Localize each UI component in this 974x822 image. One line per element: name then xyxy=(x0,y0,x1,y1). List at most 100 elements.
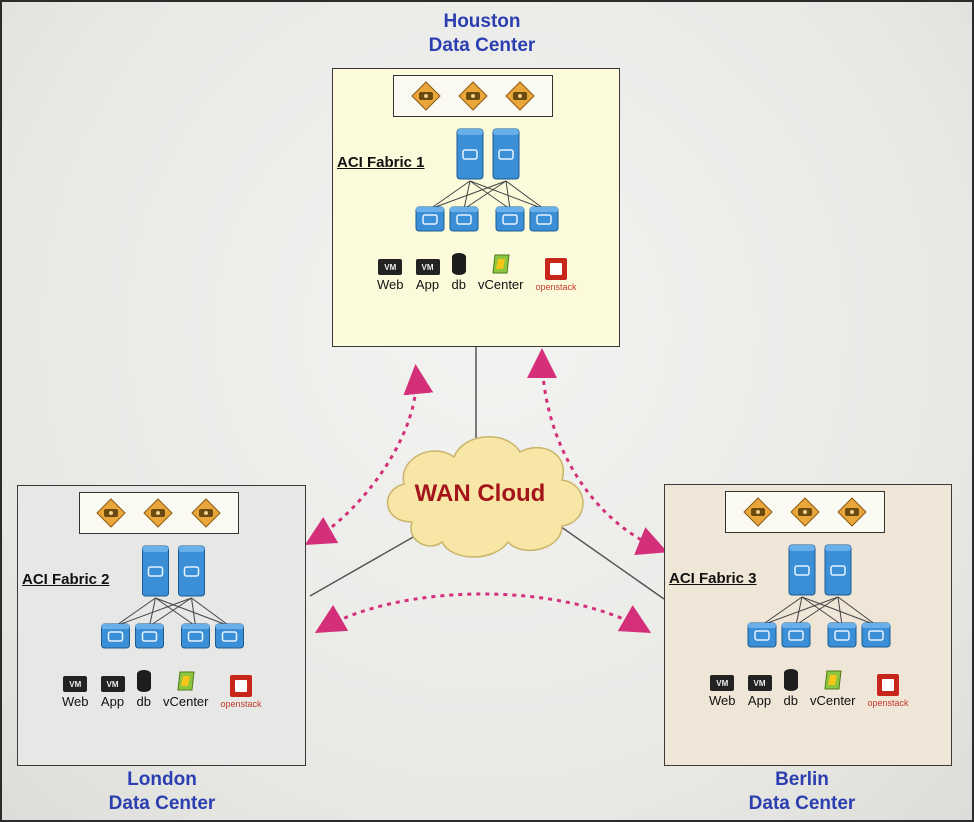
endpoint-vcenter: vCenter xyxy=(810,669,856,708)
vm-icon: VM xyxy=(378,259,403,275)
arrow-london-berlin xyxy=(314,592,652,634)
berlin-apic-cluster xyxy=(725,491,885,533)
leaf-switch-icon xyxy=(861,622,891,648)
leaf-switch-icon xyxy=(495,206,525,232)
endpoint-openstack: openstack xyxy=(221,675,262,709)
endpoint-app: VM App xyxy=(415,259,440,292)
spine-switch-icon xyxy=(456,128,484,180)
openstack-icon xyxy=(877,674,900,696)
endpoint-label: openstack xyxy=(535,282,577,292)
berlin-title-line2: Data Center xyxy=(748,793,856,814)
endpoint-app: VM App xyxy=(100,676,125,709)
endpoint-web: VM Web xyxy=(709,675,736,708)
apic-controller-icon xyxy=(410,81,441,111)
spine-switch-icon xyxy=(142,545,169,597)
endpoint-web: VM Web xyxy=(377,259,404,292)
endpoint-label: db xyxy=(136,694,151,709)
apic-controller-icon xyxy=(191,498,221,528)
link-berlin-wan xyxy=(546,516,665,600)
leaf-switch-icon xyxy=(747,622,777,648)
endpoint-app: VM App xyxy=(747,675,772,708)
database-icon xyxy=(783,669,798,691)
spine-switch-icon xyxy=(788,544,816,596)
wan-cloud-icon xyxy=(387,436,584,558)
leaf-switch-icon xyxy=(827,622,857,648)
berlin-title: Berlin Data Center xyxy=(722,768,882,816)
vm-icon: VM xyxy=(63,676,88,692)
apic-controller-icon xyxy=(458,81,488,111)
openstack-icon xyxy=(545,258,568,280)
endpoint-db: db xyxy=(137,670,151,709)
vcenter-icon xyxy=(824,670,842,690)
apic-controller-icon xyxy=(837,497,868,527)
apic-controller-icon xyxy=(790,497,820,527)
endpoint-label: vCenter xyxy=(809,693,856,708)
vcenter-icon xyxy=(177,671,195,691)
endpoint-vcenter: vCenter xyxy=(478,253,524,292)
endpoint-web: VM Web xyxy=(62,676,89,709)
endpoint-label: Web xyxy=(709,693,736,708)
houston-title-line1: Houston xyxy=(443,11,521,32)
london-fabric-label: ACI Fabric 2 xyxy=(22,571,110,588)
spine-switch-icon xyxy=(178,545,205,597)
endpoint-label: openstack xyxy=(867,698,909,708)
leaf-switch-icon xyxy=(529,206,559,232)
endpoint-openstack: openstack xyxy=(868,674,909,708)
leaf-switch-icon xyxy=(449,206,479,232)
openstack-icon xyxy=(230,675,253,697)
london-title-line2: Data Center xyxy=(108,793,216,814)
berlin-spine-leaf-topology xyxy=(747,544,891,648)
endpoint-label: openstack xyxy=(220,699,262,709)
london-apic-cluster xyxy=(78,492,239,534)
endpoint-label: vCenter xyxy=(162,694,209,709)
houston-fabric-label: ACI Fabric 1 xyxy=(337,154,425,171)
spine-switch-icon xyxy=(492,128,520,180)
vm-icon: VM xyxy=(747,675,772,691)
apic-controller-icon xyxy=(143,498,174,528)
berlin-title-line1: Berlin xyxy=(775,769,829,790)
arrow-houston-berlin xyxy=(527,348,668,555)
endpoint-label: App xyxy=(100,694,125,709)
apic-controller-icon xyxy=(96,498,126,528)
leaf-switch-icon xyxy=(181,623,210,649)
berlin-fabric-label: ACI Fabric 3 xyxy=(669,570,757,587)
endpoint-label: App xyxy=(747,693,772,708)
vcenter-icon xyxy=(492,254,510,274)
apic-controller-icon xyxy=(505,81,536,111)
leaf-switch-icon xyxy=(215,623,244,649)
endpoint-label: db xyxy=(451,277,466,292)
endpoint-db: db xyxy=(452,253,466,292)
houston-title: Houston Data Center xyxy=(402,10,562,58)
leaf-switch-icon xyxy=(781,622,811,648)
endpoint-label: App xyxy=(415,277,440,292)
vm-icon: VM xyxy=(710,675,735,691)
vm-icon: VM xyxy=(415,259,440,275)
london-spine-leaf-topology xyxy=(101,545,244,649)
link-london-wan xyxy=(309,531,423,597)
database-icon xyxy=(136,670,151,692)
endpoint-label: Web xyxy=(377,277,404,292)
leaf-switch-icon xyxy=(101,623,130,649)
endpoint-openstack: openstack xyxy=(536,258,577,292)
houston-title-line2: Data Center xyxy=(428,35,536,56)
houston-apic-cluster xyxy=(393,75,553,117)
wan-cloud-label: WAN Cloud xyxy=(414,480,546,507)
endpoint-label: Web xyxy=(62,694,89,709)
london-title-line1: London xyxy=(127,769,197,790)
london-title: London Data Center xyxy=(82,768,242,816)
vm-icon: VM xyxy=(100,676,125,692)
apic-controller-icon xyxy=(742,497,773,527)
leaf-switch-icon xyxy=(415,206,445,232)
endpoint-vcenter: vCenter xyxy=(163,670,209,709)
endpoint-label: vCenter xyxy=(477,277,524,292)
endpoint-label: db xyxy=(783,693,798,708)
endpoint-db: db xyxy=(784,669,798,708)
